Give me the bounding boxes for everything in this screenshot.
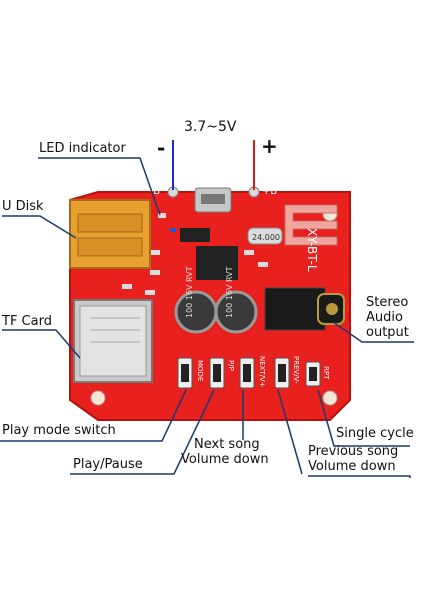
next-song-label: Next song (194, 437, 260, 452)
single-cycle-label: Single cycle (336, 426, 414, 441)
led-indicator (158, 213, 166, 218)
leader-stereo (332, 321, 414, 343)
pad-plus-text: +B (262, 186, 277, 197)
usb-a-port (69, 199, 151, 269)
button-pp (209, 357, 225, 389)
btn-rpt-text: RPT (322, 366, 330, 380)
btn-next-text: NEXT/V+ (258, 356, 266, 388)
next-volume-label: Volume down (181, 452, 269, 467)
btn-mode-text: MODE (196, 360, 204, 381)
leader-led (38, 157, 161, 216)
tfcard-label: TF Card (2, 314, 52, 329)
stereo-label-line1: Stereo (366, 295, 409, 310)
led-indicator-label: LED indicator (39, 141, 126, 156)
audio-jack (264, 287, 326, 331)
button-next (239, 357, 255, 389)
previous-song-label: Previous song (308, 444, 399, 459)
model-text: XY-BT-L (305, 228, 319, 272)
button-rpt (305, 361, 321, 387)
button-prev (274, 357, 290, 389)
main-chip (196, 246, 238, 280)
cap-left-text: 100 16V RVT (185, 266, 194, 318)
minus-sign: - (157, 136, 166, 160)
leader-playmode (0, 389, 187, 442)
crystal (247, 227, 283, 245)
capacitor-right (214, 290, 258, 334)
leader-prev (277, 389, 303, 475)
plus-sign: + (261, 134, 278, 158)
previous-volume-label: Volume down (308, 459, 396, 474)
stereo-label-line2: Audio (366, 310, 403, 325)
stereo-label-line3: output (366, 325, 409, 340)
leader-single (317, 389, 410, 447)
leader-tfcard (2, 329, 81, 359)
btn-pp-text: P/P (227, 360, 235, 371)
capacitor-left (174, 290, 218, 334)
button-mode (177, 357, 193, 389)
udisk-label: U Disk (2, 199, 44, 214)
leader-playpause (70, 389, 215, 475)
voltage-label: 3.7~5V (184, 119, 237, 135)
leader-udisk (2, 215, 77, 239)
mount-hole (90, 390, 106, 406)
crystal-text: 24.000 (252, 233, 280, 242)
bt-chip (180, 228, 210, 242)
play-pause-label: Play/Pause (73, 457, 143, 472)
mount-hole (322, 390, 338, 406)
pad-minus-text: -B (150, 186, 160, 197)
btn-prev-text: PREV/V- (292, 356, 300, 384)
play-mode-label: Play mode switch (2, 423, 116, 438)
cap-right-text: 100 16V RVT (225, 266, 234, 318)
bt-antenna (284, 204, 338, 246)
leader-prev-tail (308, 475, 411, 478)
